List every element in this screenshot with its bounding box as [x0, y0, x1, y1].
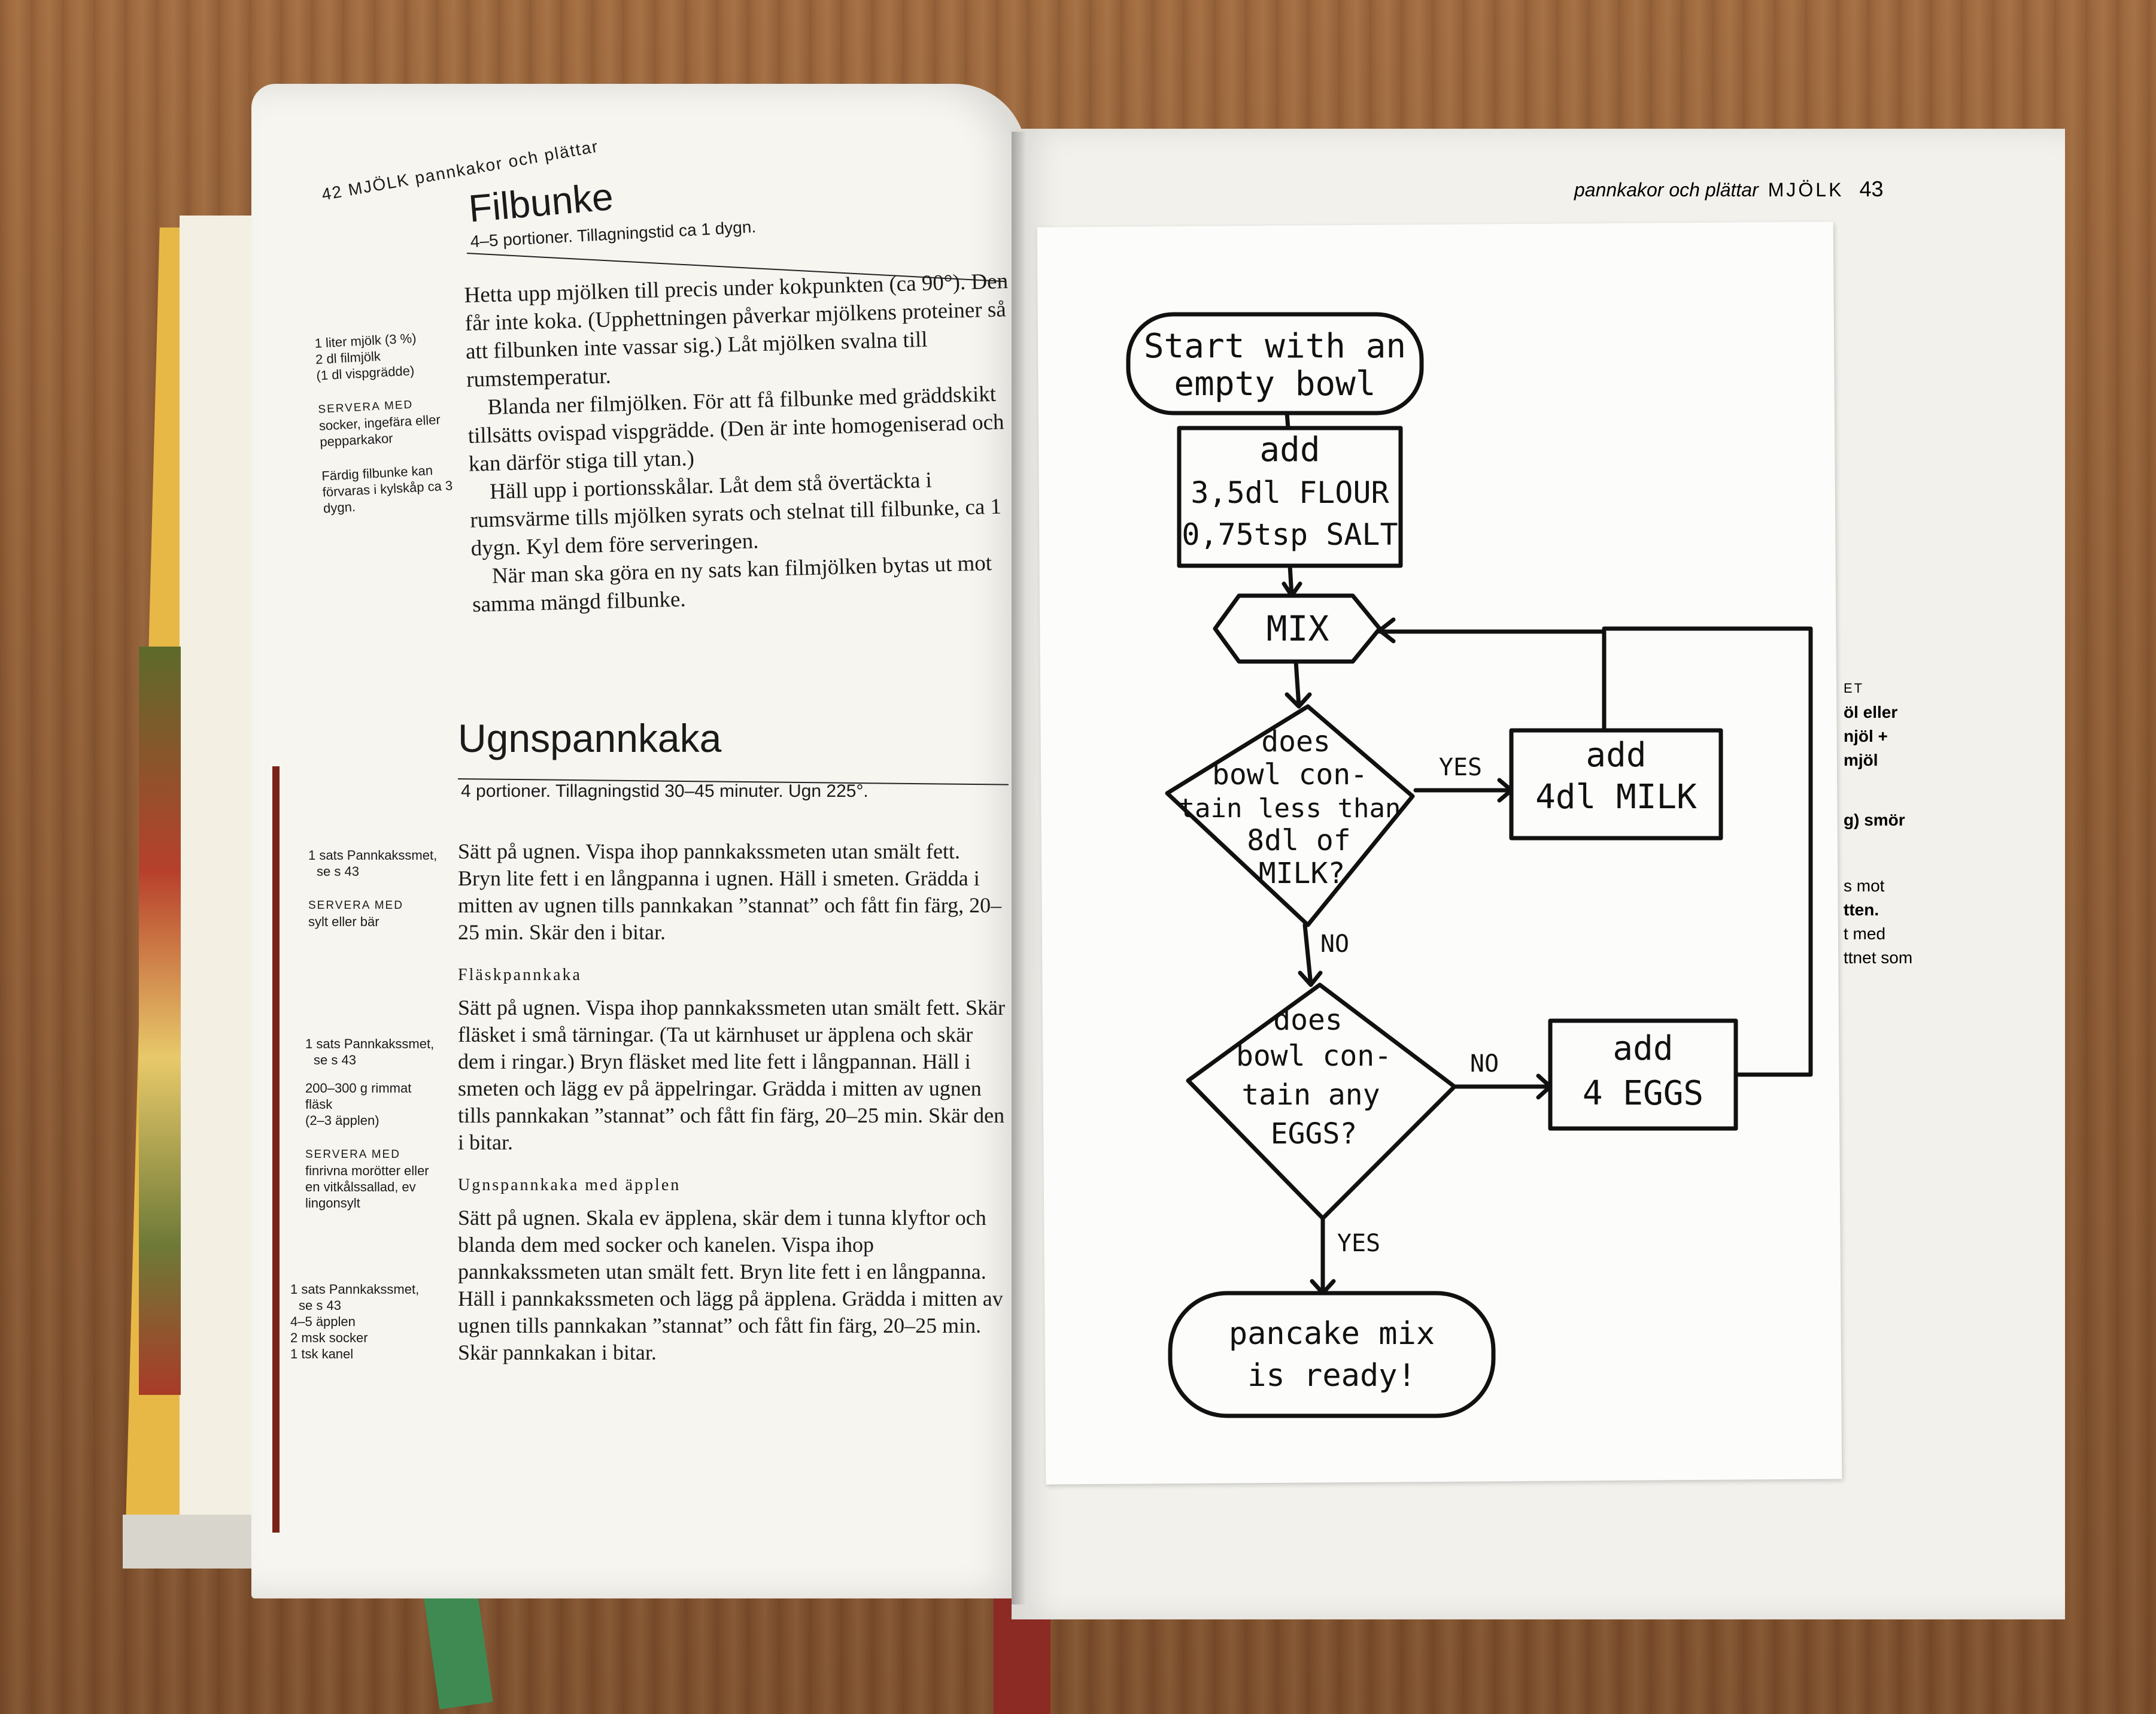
serve-label: SERVERA MED — [305, 1148, 400, 1161]
ingredient: (2–3 äpplen) — [305, 1113, 379, 1128]
q2-no-label: NO — [1470, 1050, 1499, 1078]
ugnspannkaka-title: Ugnspannkaka — [458, 716, 722, 760]
ingredient: 1 tsk kanel — [290, 1346, 354, 1361]
book-gutter-shadow — [1012, 132, 1026, 1604]
pancake-flowchart: Start with an empty bowl add 3,5dl FLOUR… — [1126, 312, 1813, 1418]
filbunke-sidebar: 1 liter mjölk (3 %) 2 dl filmjölk (1 dl … — [314, 328, 456, 516]
recipe-paragraph: Sätt på ugnen. Vispa ihop pannkakssmeten… — [458, 839, 1002, 944]
ingredient: 1 sats Pannkakssmet, — [290, 1282, 420, 1297]
serve-text: finrivna morötter eller en vitkålssallad… — [305, 1163, 429, 1211]
loop-eggs-to-mix — [1602, 626, 1813, 1077]
flour-line: 0,75tsp SALT — [1182, 517, 1398, 552]
photo-page-edge — [139, 647, 181, 1395]
q2-line: does — [1273, 1003, 1343, 1037]
serve-label: SERVERA MED — [308, 899, 403, 912]
q1-line: bowl con- — [1212, 758, 1368, 791]
ugnspannkaka-sidebar: 1 sats Pannkakssmet, se s 43 SERVERA MED… — [308, 847, 440, 930]
left-page — [251, 84, 1027, 1598]
peek-line: ttnet som — [1844, 948, 1913, 967]
page-number: 43 — [1859, 177, 1884, 201]
peek-line: g) smör — [1844, 811, 1905, 829]
mix-label: MIX — [1267, 608, 1329, 649]
ingredient: 200–300 g rimmat fläsk — [305, 1081, 412, 1112]
q2-line: tain any — [1241, 1078, 1380, 1112]
q1-yes-label: YES — [1439, 754, 1482, 781]
recipe-paragraph: Sätt på ugnen. Vispa ihop pannkakssmeten… — [458, 996, 1006, 1154]
apple-variant-sidebar: 1 sats Pannkakssmet, se s 43 4–5 äpplen … — [290, 1281, 422, 1362]
arrow-start-to-flour — [1285, 411, 1290, 430]
filbunke-paragraph: Blanda ner filmjölken. För att få filbun… — [467, 381, 1005, 477]
right-running-header: pannkakor och plättar MJÖLK 43 — [1574, 177, 1883, 202]
runner-caps: MJÖLK — [1768, 179, 1844, 201]
end-node-shape — [1168, 1291, 1496, 1418]
end-line: is ready! — [1247, 1358, 1416, 1394]
milk-line: 4dl MILK — [1535, 778, 1697, 817]
eggs-line: 4 EGGS — [1583, 1074, 1703, 1113]
q2-line: bowl con- — [1236, 1039, 1392, 1073]
peek-line: ET — [1844, 681, 1865, 696]
milk-decision-shape — [1165, 704, 1415, 927]
runner-italic: pannkakor och plättar — [1574, 179, 1759, 201]
ingredient: 2 msk socker — [290, 1330, 368, 1345]
start-line: Start with an — [1144, 327, 1406, 366]
q2-line: EGGS? — [1271, 1117, 1358, 1151]
q1-line: MILK? — [1259, 857, 1346, 890]
arrow-flour-to-mix — [1287, 563, 1294, 598]
q1-line: 8dl of — [1247, 824, 1350, 857]
covered-page-text: ET öl eller njöl + mjöl g) smör s mot tt… — [1844, 677, 1987, 970]
peek-line: tten. — [1844, 900, 1879, 919]
q1-line: does — [1261, 725, 1331, 759]
q1-no-label: NO — [1320, 930, 1349, 958]
ugnspannkaka-body: Sätt på ugnen. Vispa ihop pannkakssmeten… — [458, 838, 1006, 1366]
peek-line: mjöl — [1844, 751, 1878, 769]
q2-yes-label: YES — [1337, 1230, 1380, 1257]
recipe-paragraph: Sätt på ugnen. Skala ev äpplena, skär de… — [458, 1206, 1003, 1364]
flaskpannkaka-sidebar: 1 sats Pannkakssmet, se s 43 200–300 g r… — [305, 1036, 437, 1211]
flour-line: add — [1259, 430, 1320, 469]
serve-text: sylt eller bär — [308, 914, 379, 929]
loop-milk-to-mix — [1377, 629, 1607, 733]
ingredient: se s 43 — [314, 1052, 356, 1067]
peek-line: t med — [1844, 924, 1886, 943]
ingredient: 4–5 äpplen — [290, 1314, 356, 1329]
arrow-q1-no — [1302, 923, 1313, 987]
milk-line: add — [1586, 736, 1646, 775]
add-milk-box — [1509, 728, 1723, 841]
arrow-mix-to-q1 — [1293, 659, 1301, 709]
filbunke-paragraph: Hetta upp mjölken till precis under kokp… — [464, 269, 1009, 392]
flour-line: 3,5dl FLOUR — [1191, 475, 1389, 510]
ingredient: se s 43 — [317, 864, 359, 879]
ingredient: 1 sats Pannkakssmet, — [305, 1036, 435, 1051]
mix-node-shape — [1213, 593, 1382, 664]
filbunke-paragraph: Häll upp i portionsskålar. Låt dem stå ö… — [469, 468, 1002, 561]
filbunke-body: Hetta upp mjölken till precis under kokp… — [464, 267, 1023, 619]
eggs-line: add — [1613, 1029, 1673, 1068]
peek-line: öl eller — [1844, 703, 1898, 721]
ingredient: se s 43 — [299, 1298, 341, 1313]
q1-line: tain less than — [1179, 793, 1401, 824]
serve-text: socker, ingefära eller pepparkakor — [318, 412, 441, 450]
peek-line: njöl + — [1844, 727, 1888, 745]
start-line: empty bowl — [1174, 365, 1375, 404]
ugnspannkaka-meta: 4 portioner. Tillagningstid 30–45 minute… — [461, 781, 869, 801]
end-line: pancake mix — [1229, 1316, 1435, 1352]
flaskpannkaka-heading: Fläskpannkaka — [458, 966, 582, 984]
peek-line: s mot — [1844, 876, 1885, 895]
page-accent-stripe — [272, 766, 280, 1533]
apple-variant-heading: Ugnspannkaka med äpplen — [458, 1176, 681, 1194]
ingredient: 1 sats Pannkakssmet, — [308, 848, 438, 863]
storage-note: Färdig filbunke kan förvaras i kylskåp c… — [321, 462, 453, 516]
start-node-shape — [1126, 312, 1424, 415]
